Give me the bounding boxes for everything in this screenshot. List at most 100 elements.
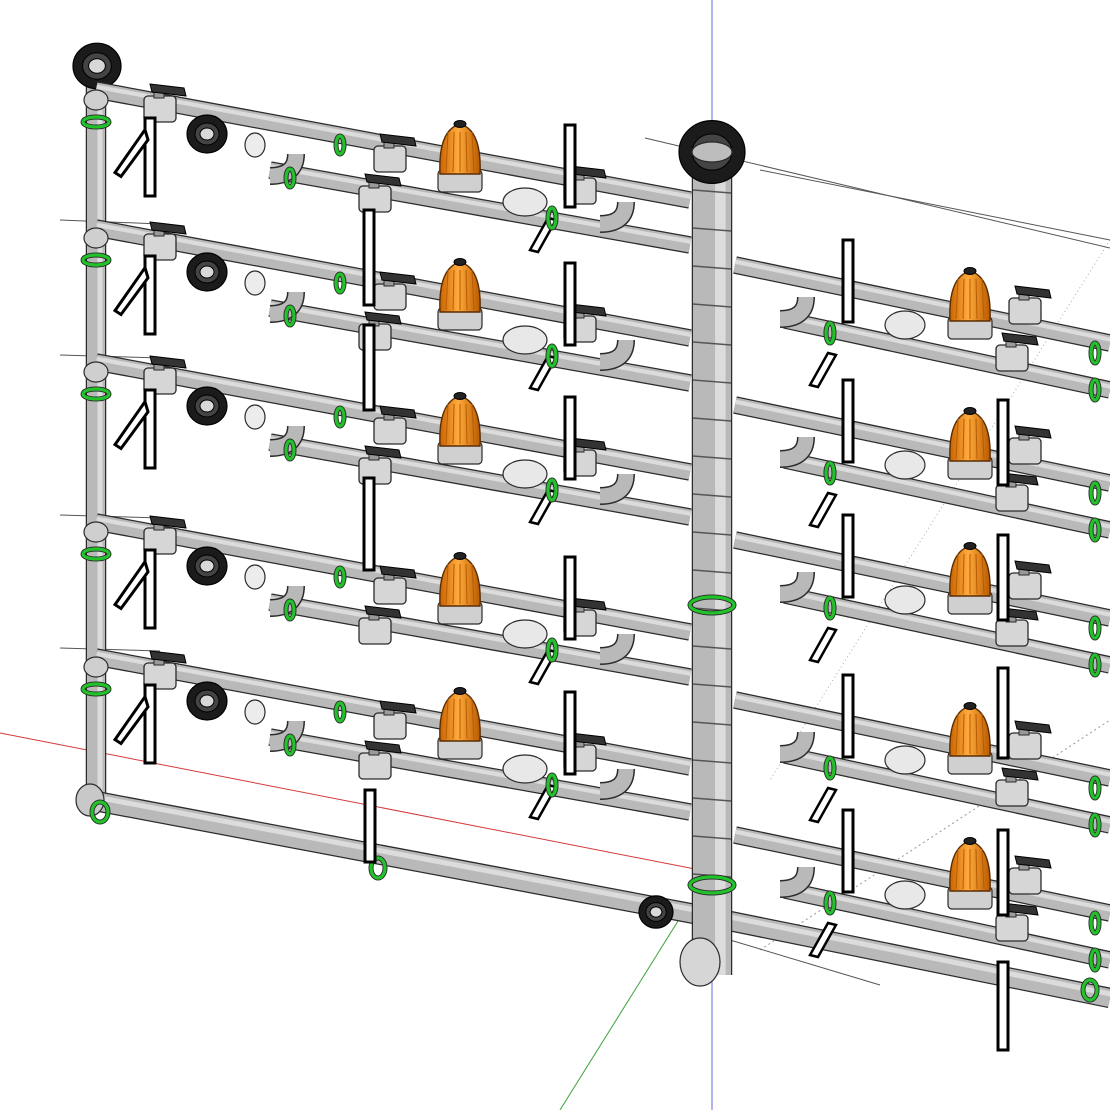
y-strainer-icon (502, 754, 548, 784)
lower-branch-pipe (268, 161, 692, 254)
support-bracket-icon (841, 513, 855, 599)
ball-valve-icon (373, 133, 417, 173)
coupling-band (692, 189, 732, 194)
pipe-clamp-icon (283, 598, 297, 622)
coupling-band (692, 379, 732, 384)
elbow-icon (599, 768, 635, 800)
left-branch-row (80, 353, 692, 526)
right-branch-row (733, 513, 1110, 678)
coupling-band (692, 493, 732, 498)
pipe-clamp-icon (1080, 977, 1100, 1003)
coupling-band (692, 645, 732, 650)
support-bracket-icon (841, 673, 855, 759)
support-bracket-icon (362, 476, 376, 572)
support-bracket-icon (808, 626, 838, 664)
coupling-band (692, 797, 732, 802)
guide-line (759, 169, 1110, 241)
y-strainer-icon (884, 585, 926, 615)
ball-valve-icon (143, 83, 187, 123)
y-strainer-icon (502, 619, 548, 649)
lower-branch-pipe (783, 311, 1110, 399)
lower-branch-pipe (783, 746, 1110, 834)
ball-valve-icon (1008, 855, 1052, 895)
pipe-clamp-icon (1088, 377, 1102, 403)
diaphragm-valve-actuator-icon (437, 392, 483, 465)
pipe-clamp-icon (333, 133, 347, 157)
ball-valve-icon (373, 271, 417, 311)
upper-branch-pipe (733, 531, 1110, 627)
support-bracket-icon (841, 238, 855, 324)
pipe-clamp-icon (1088, 775, 1102, 801)
ball-valve-icon (143, 221, 187, 261)
ball-valve-icon (995, 767, 1039, 807)
support-bracket-icon (112, 683, 157, 765)
pipe-clamp-icon (1088, 340, 1102, 366)
diaphragm-valve-actuator-icon (437, 120, 483, 193)
coupling-band (692, 265, 732, 270)
ball-valve-icon (995, 332, 1039, 372)
support-bracket-icon (112, 548, 157, 630)
tee-icon (83, 227, 109, 249)
pipe-clamp-icon (283, 304, 297, 328)
lower-branch-pipe (783, 881, 1110, 969)
pipe-clamp-icon (80, 114, 112, 130)
pipe-clamp-icon (333, 271, 347, 295)
support-bracket-icon (563, 555, 577, 641)
pipe-clamp-icon (368, 855, 388, 881)
elbow-icon (599, 633, 635, 665)
pipe-clamp-icon (80, 681, 112, 697)
support-bracket-icon (362, 323, 376, 412)
ball-valve-icon (995, 607, 1039, 647)
upper-branch-pipe (733, 256, 1110, 352)
pipe-clamp-icon (80, 386, 112, 402)
left-branch-row (80, 513, 692, 686)
union-icon (244, 699, 266, 725)
pipe-clamp-icon (1088, 480, 1102, 506)
ball-valve-icon (1008, 425, 1052, 465)
bottom-main-pipe (88, 789, 702, 926)
elbow-icon (779, 296, 815, 328)
support-bracket-icon (563, 690, 577, 776)
coupling-band (692, 683, 732, 688)
y-strainer-icon (884, 310, 926, 340)
upper-branch-pipe (733, 826, 1110, 922)
manifold-geometry (72, 42, 1110, 1052)
y-strainer-icon (884, 880, 926, 910)
lower-branch-pipe (268, 728, 692, 821)
pipe-clamp-icon (1088, 910, 1102, 936)
ball-valve-icon (143, 515, 187, 555)
elbow-icon (599, 473, 635, 505)
flange-icon (186, 546, 228, 586)
ball-valve-icon (143, 650, 187, 690)
ball-valve-icon (373, 700, 417, 740)
coupling-band (692, 569, 732, 574)
pipe-clamp-icon (283, 733, 297, 757)
pipe-clamp-icon (1088, 615, 1102, 641)
coupling-band (692, 341, 732, 346)
coupling-band (692, 303, 732, 308)
elbow-icon (599, 339, 635, 371)
pipe-clamp-icon (823, 460, 837, 486)
support-bracket-icon (808, 786, 838, 824)
support-bracket-icon (563, 261, 577, 347)
tee-icon (83, 521, 109, 543)
pipe-clamp-icon (823, 890, 837, 916)
flange-opening (691, 141, 733, 163)
pipe-clamp-icon (823, 755, 837, 781)
support-bracket-icon (841, 378, 855, 464)
coupling-band (692, 835, 732, 840)
flange-icon (638, 895, 674, 929)
bottom-right-pipe (697, 904, 1110, 1009)
pipe-clamp-icon (1088, 652, 1102, 678)
flange-icon (186, 114, 228, 154)
diaphragm-valve-actuator-icon (947, 407, 993, 480)
support-bracket-icon (563, 123, 577, 209)
lower-branch-pipe (268, 299, 692, 392)
ball-valve-icon (995, 902, 1039, 942)
red-axis-line (0, 732, 701, 871)
flange-icon (186, 681, 228, 721)
ball-valve-icon (1008, 560, 1052, 600)
ball-valve-icon (358, 173, 402, 213)
